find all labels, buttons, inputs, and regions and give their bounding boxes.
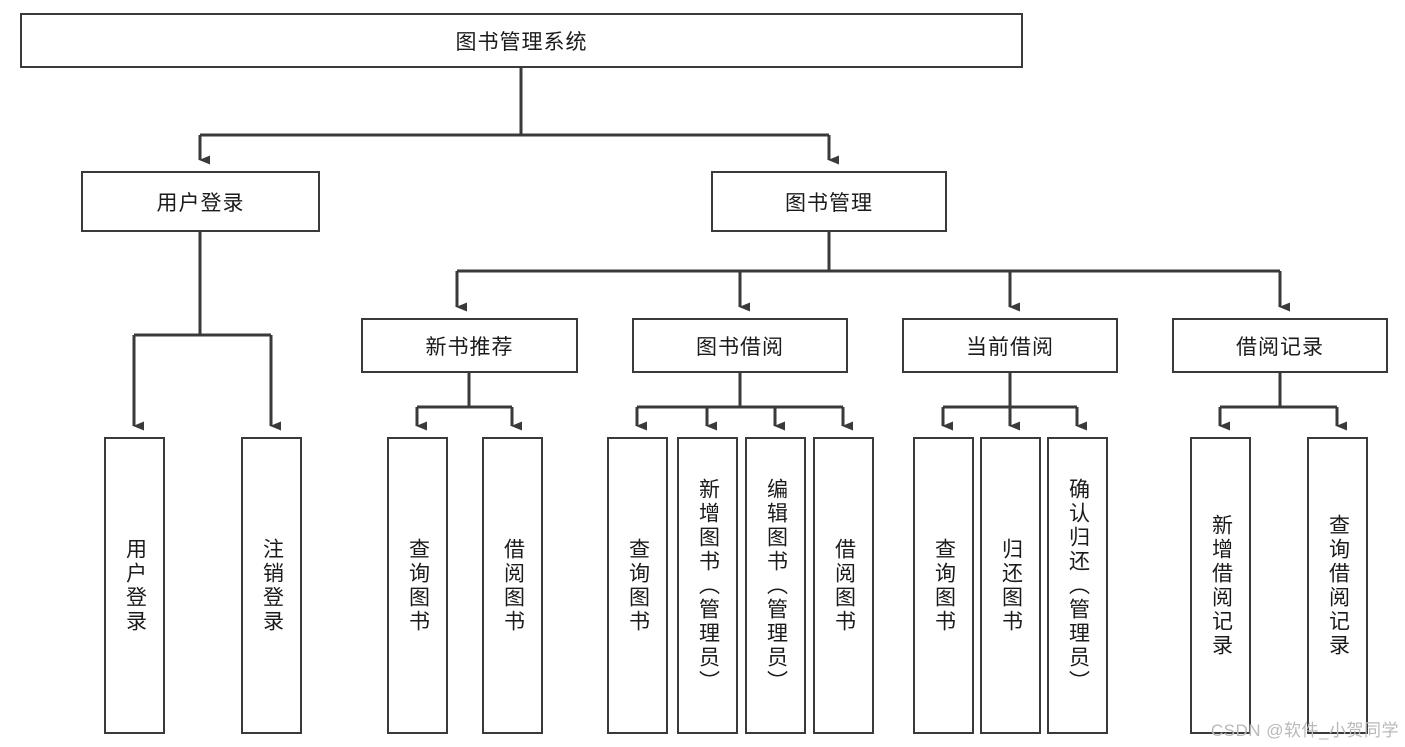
watermark: CSDN @软件_小贺同学 (1210, 721, 1399, 740)
node-label: 图书管理系统 (455, 30, 588, 54)
node-label: 确认归还（管理员） (1066, 477, 1090, 694)
node-new-book-recommend[interactable]: 新书推荐 (361, 318, 578, 373)
leaf-query-book-borrow[interactable]: 查询图书 (607, 437, 668, 734)
node-root[interactable]: 图书管理系统 (20, 13, 1023, 68)
node-label: 用户登录 (156, 191, 245, 215)
node-label: 查询图书 (626, 537, 650, 634)
node-user-login[interactable]: 用户登录 (81, 171, 320, 232)
node-label: 查询图书 (932, 537, 956, 634)
node-book-management[interactable]: 图书管理 (711, 171, 947, 232)
node-label: 查询图书 (406, 537, 430, 634)
leaf-confirm-return-admin[interactable]: 确认归还（管理员） (1047, 437, 1108, 734)
node-current-borrow[interactable]: 当前借阅 (902, 318, 1118, 373)
leaf-query-book-current[interactable]: 查询图书 (913, 437, 974, 734)
leaf-edit-book-admin[interactable]: 编辑图书（管理员） (745, 437, 806, 734)
node-label: 归还图书 (999, 537, 1023, 634)
leaf-borrow-book[interactable]: 借阅图书 (813, 437, 874, 734)
leaf-return-book[interactable]: 归还图书 (980, 437, 1041, 734)
node-borrow-records[interactable]: 借阅记录 (1172, 318, 1388, 373)
node-label: 查询借阅记录 (1326, 513, 1350, 658)
leaf-query-borrow-record[interactable]: 查询借阅记录 (1307, 437, 1368, 734)
leaf-add-book-admin[interactable]: 新增图书（管理员） (677, 437, 738, 734)
leaf-query-book-recommend[interactable]: 查询图书 (387, 437, 448, 734)
leaf-logout[interactable]: 注销登录 (241, 437, 302, 734)
node-label: 新书推荐 (425, 335, 514, 359)
node-label: 用户登录 (123, 537, 147, 634)
node-label: 注销登录 (260, 537, 284, 634)
node-label: 图书借阅 (696, 335, 784, 359)
node-label: 当前借阅 (966, 335, 1054, 359)
leaf-borrow-book-recommend[interactable]: 借阅图书 (482, 437, 543, 734)
node-label: 新增图书（管理员） (696, 477, 720, 694)
node-label: 图书管理 (785, 191, 873, 215)
node-label: 借阅记录 (1236, 335, 1324, 359)
leaf-user-login[interactable]: 用户登录 (104, 437, 165, 734)
node-label: 编辑图书（管理员） (764, 477, 788, 694)
node-label: 借阅图书 (832, 537, 856, 634)
leaf-add-borrow-record[interactable]: 新增借阅记录 (1190, 437, 1251, 734)
node-label: 新增借阅记录 (1209, 513, 1233, 658)
node-book-borrow[interactable]: 图书借阅 (632, 318, 848, 373)
node-label: 借阅图书 (501, 537, 525, 634)
